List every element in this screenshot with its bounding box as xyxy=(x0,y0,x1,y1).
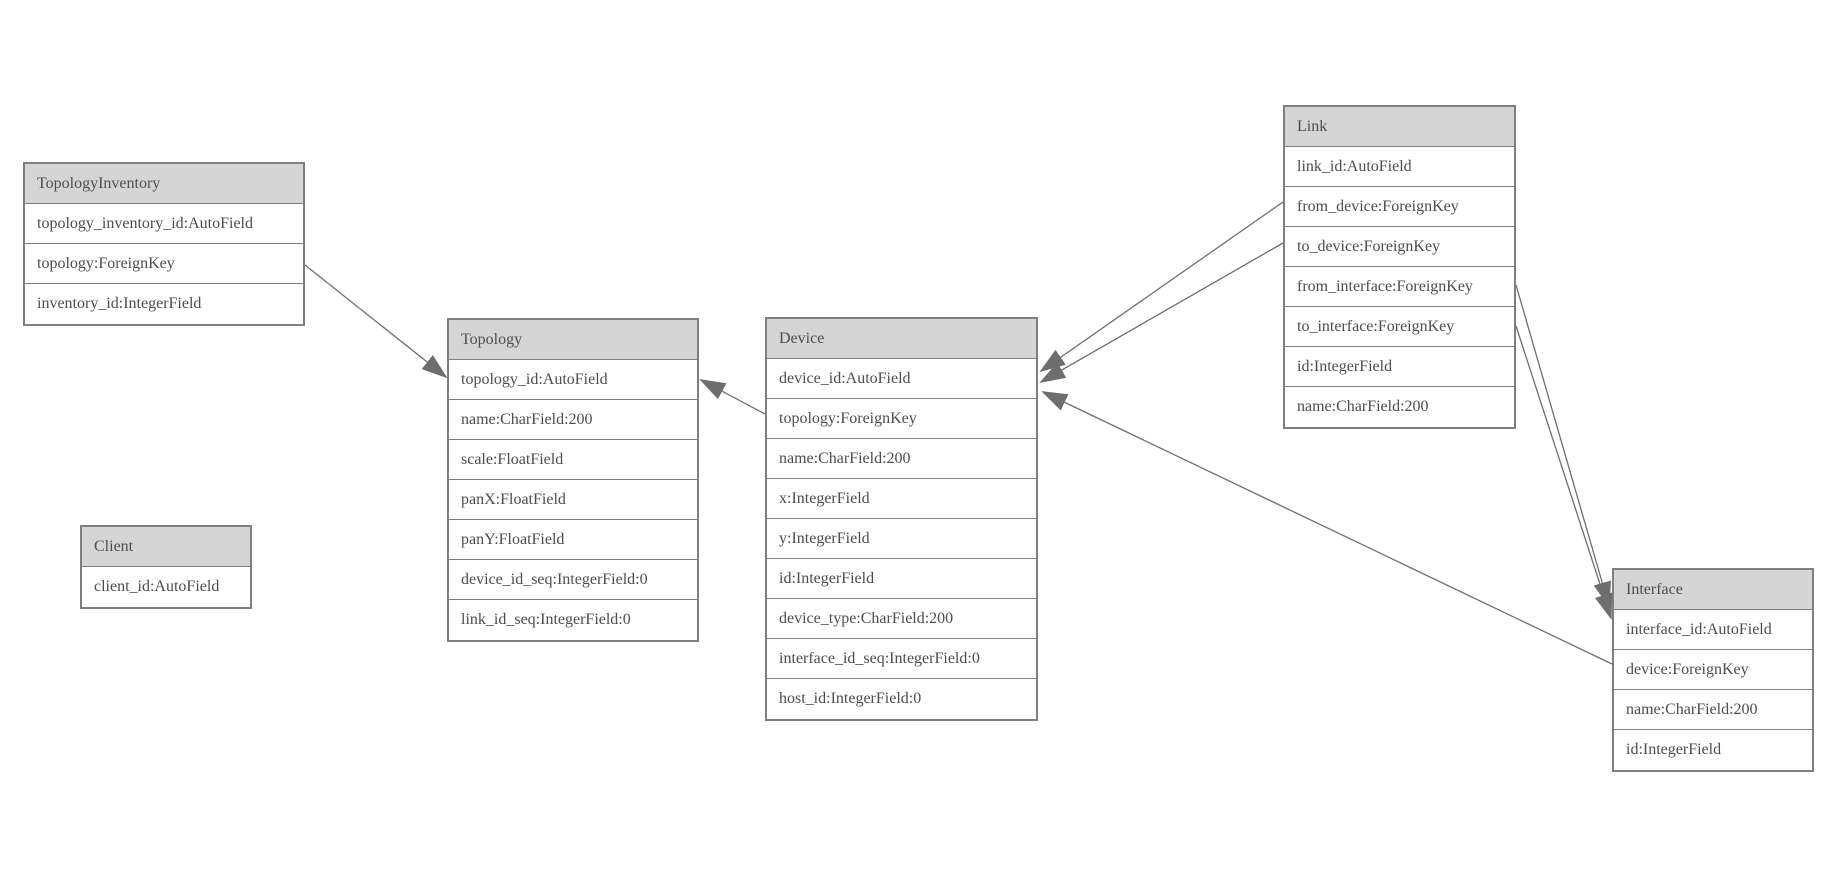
entity-title-client: Client xyxy=(82,527,250,567)
field-row: scale:FloatField xyxy=(449,440,697,480)
field-row: inventory_id:IntegerField xyxy=(25,284,303,324)
entity-title-device: Device xyxy=(767,319,1036,359)
field-row: client_id:AutoField xyxy=(82,567,250,607)
entity-table-client: Client client_id:AutoField xyxy=(80,525,252,609)
entity-title-topologyinventory: TopologyInventory xyxy=(25,164,303,204)
field-row: interface_id:AutoField xyxy=(1614,610,1812,650)
field-row: device_id:AutoField xyxy=(767,359,1036,399)
field-row: link_id:AutoField xyxy=(1285,147,1514,187)
field-row: x:IntegerField xyxy=(767,479,1036,519)
field-row: to_device:ForeignKey xyxy=(1285,227,1514,267)
field-row: id:IntegerField xyxy=(767,559,1036,599)
edge-device-topology xyxy=(699,379,766,415)
field-row: host_id:IntegerField:0 xyxy=(767,679,1036,719)
edge-topologyinventory-topology xyxy=(304,264,448,379)
edge-link-to_interface-interface xyxy=(1515,325,1613,620)
field-row: from_device:ForeignKey xyxy=(1285,187,1514,227)
field-row: name:CharField:200 xyxy=(1614,690,1812,730)
field-row: topology:ForeignKey xyxy=(767,399,1036,439)
field-row: id:IntegerField xyxy=(1614,730,1812,770)
edge-interface-device xyxy=(1041,391,1613,665)
field-row: to_interface:ForeignKey xyxy=(1285,307,1514,347)
field-row: panX:FloatField xyxy=(449,480,697,520)
field-row: topology_inventory_id:AutoField xyxy=(25,204,303,244)
field-row: link_id_seq:IntegerField:0 xyxy=(449,600,697,640)
edge-link-to_device-device xyxy=(1039,242,1284,383)
field-row: topology_id:AutoField xyxy=(449,360,697,400)
field-row: topology:ForeignKey xyxy=(25,244,303,284)
field-row: device_id_seq:IntegerField:0 xyxy=(449,560,697,600)
entity-title-link: Link xyxy=(1285,107,1514,147)
entity-fields-client: client_id:AutoField xyxy=(82,567,250,607)
field-row: from_interface:ForeignKey xyxy=(1285,267,1514,307)
field-row: panY:FloatField xyxy=(449,520,697,560)
field-row: name:CharField:200 xyxy=(449,400,697,440)
field-row: device:ForeignKey xyxy=(1614,650,1812,690)
edge-link-from_device-device xyxy=(1039,201,1284,373)
entity-title-topology: Topology xyxy=(449,320,697,360)
entity-title-interface: Interface xyxy=(1614,570,1812,610)
edge-link-from_interface-interface xyxy=(1515,284,1611,608)
field-row: interface_id_seq:IntegerField:0 xyxy=(767,639,1036,679)
entity-table-topologyinventory: TopologyInventory topology_inventory_id:… xyxy=(23,162,305,326)
field-row: id:IntegerField xyxy=(1285,347,1514,387)
field-row: name:CharField:200 xyxy=(1285,387,1514,427)
field-row: name:CharField:200 xyxy=(767,439,1036,479)
field-row: y:IntegerField xyxy=(767,519,1036,559)
field-row: device_type:CharField:200 xyxy=(767,599,1036,639)
